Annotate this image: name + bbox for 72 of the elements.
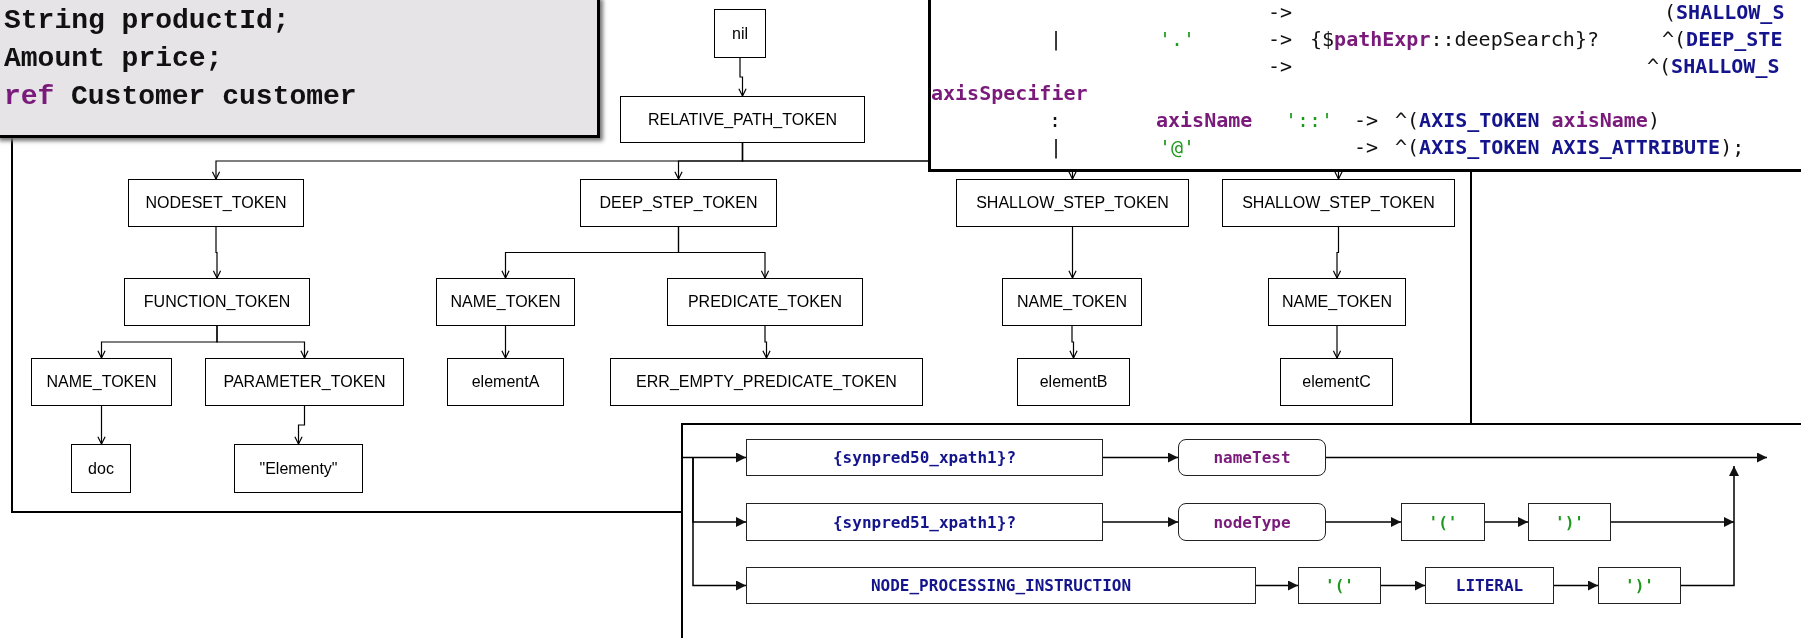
grammar-token: '@'	[1159, 135, 1196, 159]
tree-node: NAME_TOKEN	[31, 358, 172, 406]
terminal-box: '('	[1401, 503, 1485, 541]
tree-node: RELATIVE_PATH_TOKEN	[620, 96, 865, 143]
tree-node: "Elementy"	[234, 444, 363, 493]
grammar-token: (SHALLOW_S	[1664, 0, 1785, 24]
arrow	[212, 226, 222, 279]
tree-node: NAME_TOKEN	[1002, 278, 1142, 326]
grammar-token: |	[1050, 27, 1063, 51]
tree-node: NODESET_TOKEN	[128, 179, 304, 227]
code-text: String productId;	[4, 4, 290, 36]
arrow	[762, 325, 771, 359]
grammar-token: ->	[1354, 135, 1379, 159]
grammar-token: ^(SHALLOW_S	[1647, 54, 1780, 78]
arrow	[1553, 580, 1599, 591]
arrow	[97, 405, 106, 445]
terminal-box: '('	[1298, 567, 1381, 604]
tree-node: elementC	[1280, 358, 1393, 406]
arrow	[1068, 226, 1077, 279]
tree-node: FUNCTION_TOKEN	[124, 278, 310, 326]
grammar-token: ->	[1268, 0, 1293, 24]
arrow	[1332, 325, 1342, 359]
arrow	[1610, 517, 1735, 527]
arrow	[1325, 517, 1402, 527]
grammar-token: '::'	[1285, 108, 1334, 132]
arrow	[1069, 325, 1078, 359]
grammar-token: '.'	[1159, 27, 1196, 51]
grammar-token: ->	[1354, 108, 1379, 132]
rule-name: axisSpecifier	[931, 81, 1088, 105]
arrow	[692, 456, 747, 591]
tree-node: NAME_TOKEN	[436, 278, 575, 326]
tree-node: doc	[71, 444, 131, 493]
arrow	[1102, 452, 1179, 463]
terminal-box: ')'	[1528, 503, 1611, 541]
code-text: Amount price;	[4, 42, 223, 74]
grammar-token: |	[1050, 135, 1063, 159]
tree-node: SHALLOW_STEP_TOKEN	[1222, 179, 1455, 227]
grammar-token: ->	[1268, 27, 1293, 51]
tree-node: NAME_TOKEN	[1268, 278, 1406, 326]
arrow	[677, 226, 770, 279]
nonterminal-box: nodeType	[1178, 503, 1326, 541]
tree-node: ERR_EMPTY_PREDICATE_TOKEN	[610, 358, 923, 406]
grammar-token: axisName	[1156, 108, 1253, 132]
grammar-token: ^(AXIS_TOKEN AXIS_ATTRIBUTE);	[1395, 135, 1745, 159]
terminal-box: ')'	[1598, 567, 1681, 604]
arrow	[1380, 580, 1426, 591]
arrow	[1102, 517, 1179, 527]
arrow	[501, 325, 510, 359]
grammar-token: ^(AXIS_TOKEN axisName)	[1395, 108, 1660, 132]
tree-node: elementB	[1017, 358, 1130, 406]
tree-node: PARAMETER_TOKEN	[205, 358, 404, 406]
grammar-token: :	[1049, 108, 1062, 132]
arrow	[681, 452, 747, 463]
arrow	[1325, 452, 1768, 463]
nonterminal-box: nameTest	[1178, 439, 1326, 476]
arrow	[1255, 580, 1299, 591]
arrow	[738, 57, 747, 97]
arrow	[294, 405, 306, 445]
arrow	[1332, 226, 1342, 279]
arrow	[216, 325, 309, 359]
code-text: Customer customer	[71, 80, 357, 112]
arrow	[1680, 465, 1739, 587]
code-keyword: ref	[4, 80, 55, 112]
tree-node: elementA	[447, 358, 564, 406]
grammar-token: ^(DEEP_STE	[1662, 27, 1783, 51]
tree-node: PREDICATE_TOKEN	[667, 278, 863, 326]
arrow	[1484, 517, 1529, 527]
tree-node: SHALLOW_STEP_TOKEN	[956, 179, 1189, 227]
tree-node: DEEP_STEP_TOKEN	[580, 179, 777, 227]
grammar-token: {$pathExpr::deepSearch}?	[1310, 27, 1599, 51]
grammar-token: ->	[1268, 54, 1293, 78]
tree-node: nil	[714, 9, 766, 58]
